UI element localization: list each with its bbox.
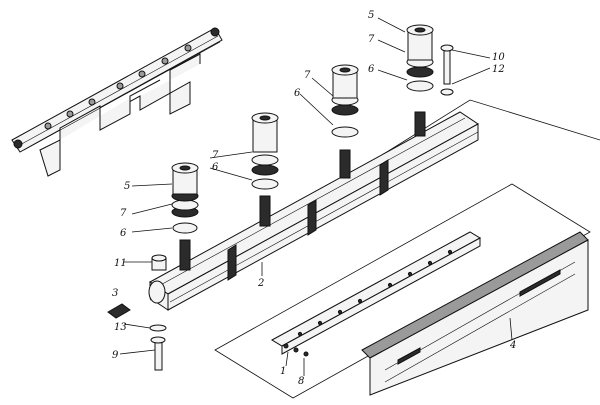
guide-strip: [270, 231, 482, 357]
callout-9: 9: [112, 350, 119, 361]
seal-stack-1: [171, 162, 199, 271]
callout-labels: 5 7 6 10 12 7 6 7 6 5 7 6 11 2 3 13 9 1 …: [112, 10, 516, 387]
callout-11: 11: [114, 258, 127, 269]
callout-7-top: 7: [368, 34, 375, 45]
callout-6-top: 6: [368, 64, 375, 75]
rail-assembly: [148, 99, 600, 311]
overview-assembly: [11, 27, 223, 177]
callout-3: 3: [112, 288, 118, 299]
callout-7-second: 7: [304, 70, 311, 81]
callout-10: 10: [492, 52, 505, 63]
callout-5-left: 5: [124, 181, 130, 192]
callout-4: 4: [509, 340, 516, 351]
callout-2: 2: [257, 278, 264, 289]
base-plate-outline: [214, 183, 591, 399]
seal-stack-3: [331, 64, 359, 179]
small-parts: [107, 254, 167, 371]
callout-8: 8: [298, 376, 304, 387]
base-plate: [361, 231, 589, 396]
callout-12: 12: [492, 64, 505, 75]
callout-6-second: 6: [294, 88, 301, 99]
callout-5-top: 5: [368, 10, 374, 21]
top-bolt: [440, 44, 454, 96]
callout-leaders: [119, 17, 513, 376]
seal-stack-4: [406, 24, 434, 137]
callout-6-left: 6: [120, 228, 127, 239]
callout-7-left: 7: [120, 208, 127, 219]
callout-7-third: 7: [212, 150, 219, 161]
callout-13: 13: [114, 322, 127, 333]
callout-6-third: 6: [212, 162, 219, 173]
seal-stack-2: [251, 112, 279, 227]
callout-1: 1: [280, 366, 286, 377]
